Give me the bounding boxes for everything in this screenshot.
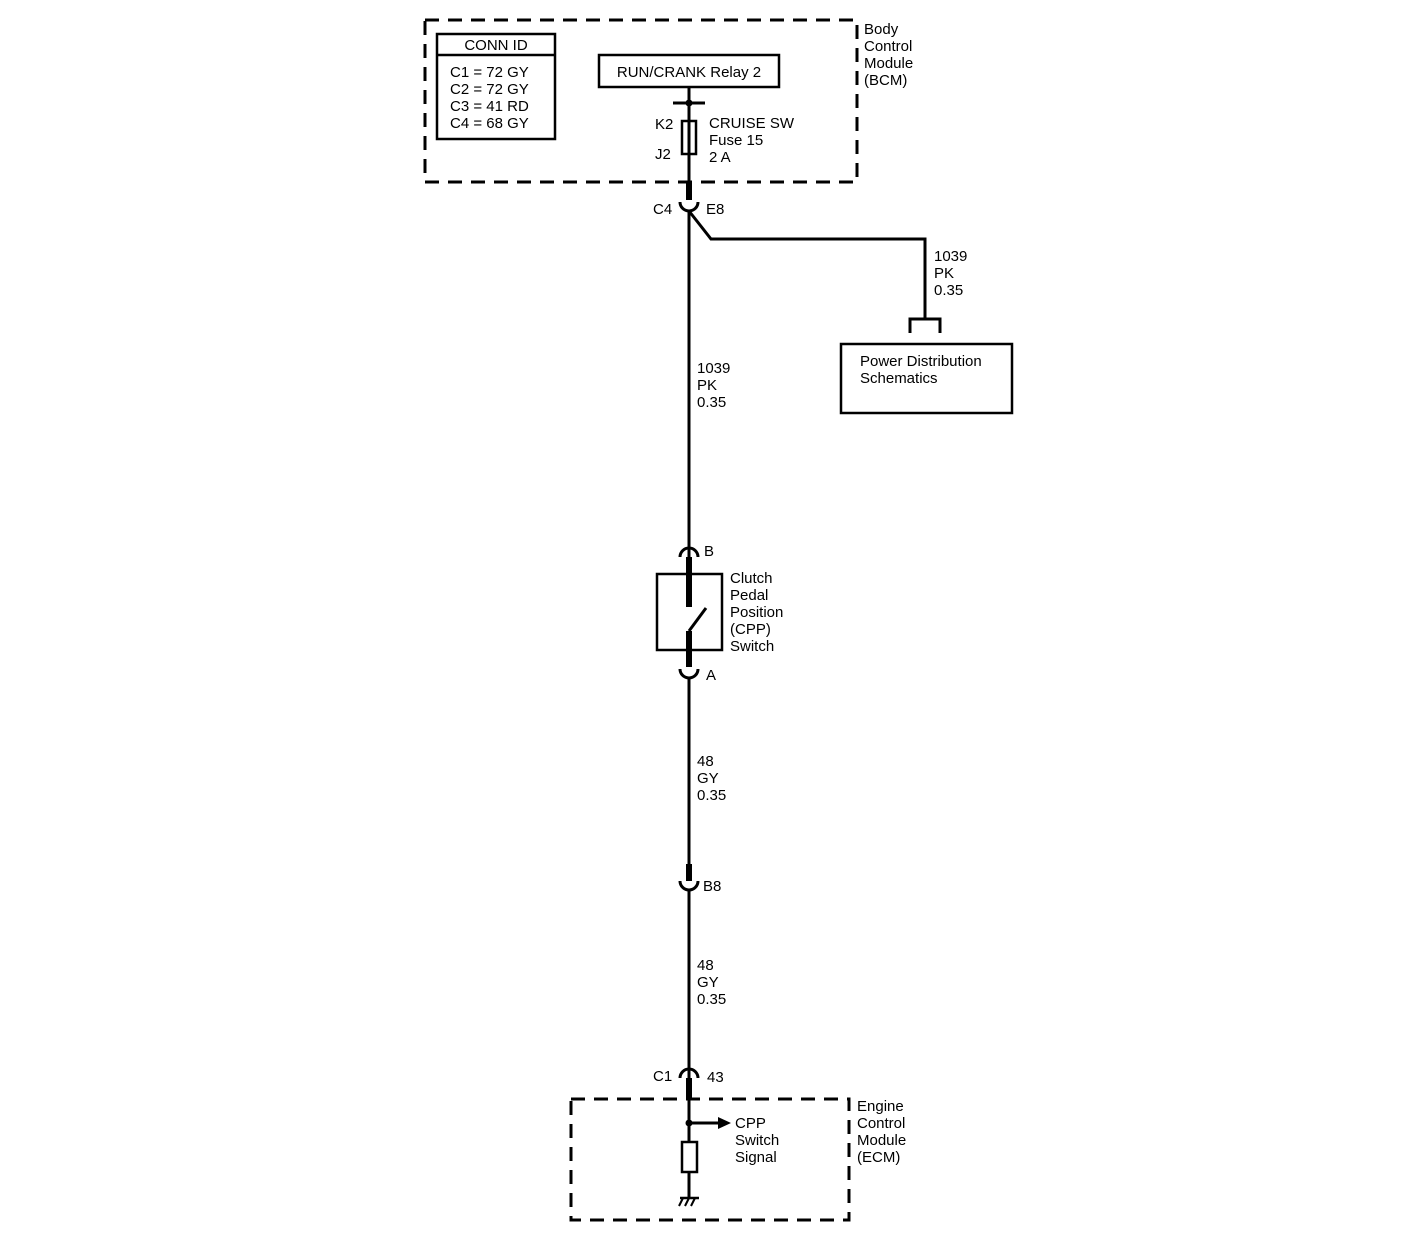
inline-connector-b8: B8 bbox=[678, 864, 721, 895]
ecm-boundary bbox=[569, 1097, 851, 1222]
main-wire-2-line-1: 48 bbox=[697, 753, 714, 770]
bcm-connector-c4: C4 E8 bbox=[653, 201, 724, 218]
pull-down-resistor bbox=[680, 1140, 699, 1174]
cpp-top-pin: B bbox=[704, 543, 714, 560]
bcm-name-line-4: (BCM) bbox=[864, 72, 907, 89]
ecm-signal-line-2: Switch bbox=[735, 1132, 779, 1149]
ecm-connector-id: C1 bbox=[653, 1068, 672, 1085]
branch-wire-line-1: 1039 bbox=[934, 248, 967, 265]
cpp-top-connector-cup bbox=[678, 546, 700, 558]
main-wire-2-line-3: 0.35 bbox=[697, 787, 726, 804]
bcm-name-line-2: Control bbox=[864, 38, 912, 55]
conn-id-row-2: C2 = 72 GY bbox=[450, 81, 529, 98]
cpp-name-line-4: (CPP) bbox=[730, 621, 771, 638]
cruise-sw-fuse: K2 J2 CRUISE SW Fuse 15 2 A bbox=[655, 115, 795, 166]
power-distribution-box: Power Distribution Schematics bbox=[839, 342, 1014, 415]
main-wire-3-line-2: GY bbox=[697, 974, 719, 991]
bcm-name-line-1: Body bbox=[864, 21, 899, 38]
power-distribution-frame bbox=[839, 342, 1014, 415]
bcm-name-line-3: Module bbox=[864, 55, 913, 72]
conn-id-row-3: C3 = 41 RD bbox=[450, 98, 529, 115]
cpp-switch-blade bbox=[687, 607, 708, 632]
fuse-top-pin: K2 bbox=[655, 116, 673, 133]
cpp-name-line-3: Position bbox=[730, 604, 783, 621]
fuse-line-3: 2 A bbox=[709, 149, 731, 166]
cpp-switch: B A Clutch Pedal Position (CPP) Switch bbox=[655, 543, 783, 684]
relay-frame bbox=[597, 53, 781, 89]
cpp-bottom-connector-cup bbox=[678, 668, 700, 680]
branch-wire-line-2: PK bbox=[934, 265, 954, 282]
reference-symbol bbox=[908, 317, 942, 333]
ground-icon bbox=[678, 1196, 699, 1207]
cpp-bottom-pin: A bbox=[706, 667, 716, 684]
cpp-name-line-2: Pedal bbox=[730, 587, 768, 604]
conn-id-row-4: C4 = 68 GY bbox=[450, 115, 529, 132]
bcm-boundary bbox=[423, 18, 859, 184]
main-wire-3-line-3: 0.35 bbox=[697, 991, 726, 1008]
bcm-connector-id: C4 bbox=[653, 201, 672, 218]
conn-id-title: CONN ID bbox=[464, 37, 528, 54]
cpp-name-line-5: Switch bbox=[730, 638, 774, 655]
conn-id-table: CONN ID C1 = 72 GY C2 = 72 GY C3 = 41 RD… bbox=[435, 32, 557, 141]
bcm-module: Body Control Module (BCM) CONN ID C1 = 7… bbox=[423, 18, 913, 200]
bcm-connector-pin: E8 bbox=[706, 201, 724, 218]
power-distribution-line-2: Schematics bbox=[860, 370, 938, 387]
ecm-signal-line-1: CPP bbox=[735, 1115, 766, 1132]
inline-connector-pin: B8 bbox=[703, 878, 721, 895]
main-wire-1-line-2: PK bbox=[697, 377, 717, 394]
fuse-bottom-pin: J2 bbox=[655, 146, 671, 163]
ecm-name-line-1: Engine bbox=[857, 1098, 904, 1115]
conn-id-frame bbox=[435, 32, 557, 141]
branch-wire-line-3: 0.35 bbox=[934, 282, 963, 299]
ecm-name-line-3: Module bbox=[857, 1132, 906, 1149]
branch-wire-1039-pk bbox=[687, 210, 927, 319]
main-wire-3-line-1: 48 bbox=[697, 957, 714, 974]
ecm-connector-pin: 43 bbox=[707, 1069, 724, 1086]
connector-cup bbox=[678, 201, 700, 213]
ecm-connector-cup bbox=[678, 1067, 700, 1079]
conn-id-row-1: C1 = 72 GY bbox=[450, 64, 529, 81]
fuse-line-2: Fuse 15 bbox=[709, 132, 763, 149]
ecm-name-line-4: (ECM) bbox=[857, 1149, 900, 1166]
run-crank-relay: RUN/CRANK Relay 2 bbox=[597, 53, 781, 89]
ecm-signal-line-3: Signal bbox=[735, 1149, 777, 1166]
signal-arrow-icon bbox=[718, 1117, 731, 1129]
relay-label: RUN/CRANK Relay 2 bbox=[617, 64, 761, 81]
ecm-connector-c1: C1 43 bbox=[653, 1067, 724, 1098]
ecm-name-line-2: Control bbox=[857, 1115, 905, 1132]
fuse-line-1: CRUISE SW bbox=[709, 115, 795, 132]
main-wire-1-line-1: 1039 bbox=[697, 360, 730, 377]
inline-connector-cup bbox=[678, 880, 700, 892]
ecm-module: Engine Control Module (ECM) CPP Switch S… bbox=[569, 1097, 906, 1222]
cpp-name-line-1: Clutch bbox=[730, 570, 773, 587]
power-distribution-line-1: Power Distribution bbox=[860, 353, 982, 370]
main-wire-1-line-3: 0.35 bbox=[697, 394, 726, 411]
main-wire-2-line-2: GY bbox=[697, 770, 719, 787]
